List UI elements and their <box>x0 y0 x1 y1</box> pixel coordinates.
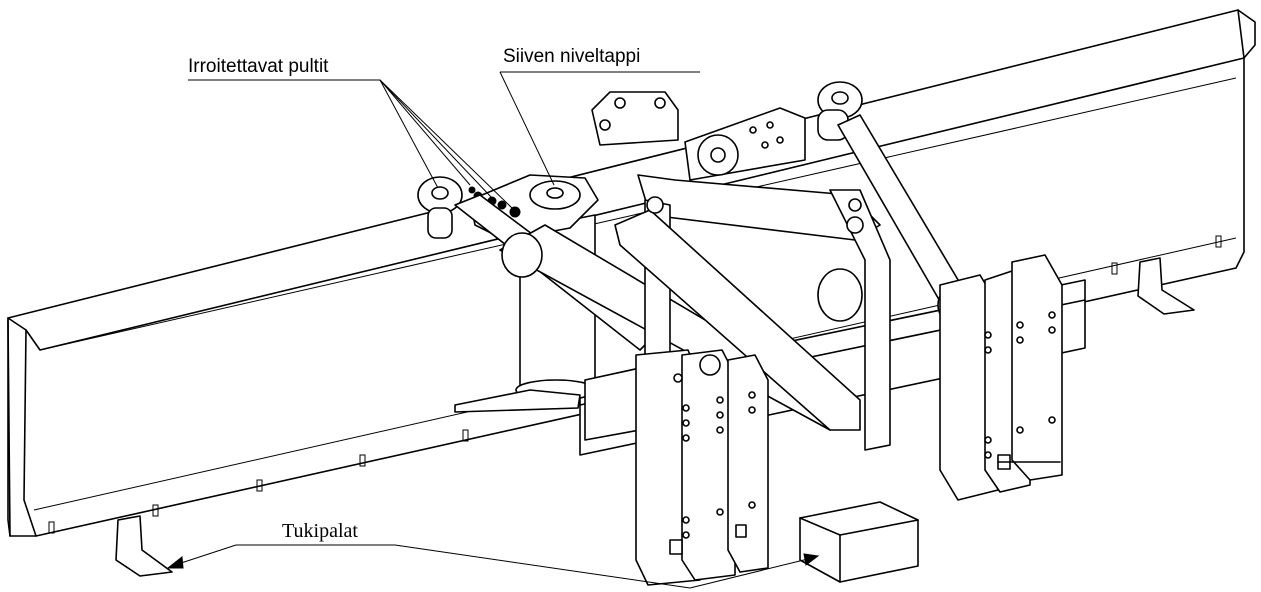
leader-lines <box>166 71 820 589</box>
blade <box>7 9 1256 537</box>
wing-pin-label: Siiven niveltappi <box>503 46 641 67</box>
support-blocks-label: Tukipalat <box>282 520 358 542</box>
mount-brackets-left <box>635 349 769 586</box>
bolts-label: Irroitettavat pultit <box>188 56 329 77</box>
top-plates <box>591 91 806 181</box>
mount-brackets-right <box>939 254 1063 501</box>
blade-support-feet <box>115 257 1195 577</box>
lift-arms <box>614 174 891 451</box>
blade-slots <box>48 235 1222 534</box>
support-block <box>799 501 919 583</box>
